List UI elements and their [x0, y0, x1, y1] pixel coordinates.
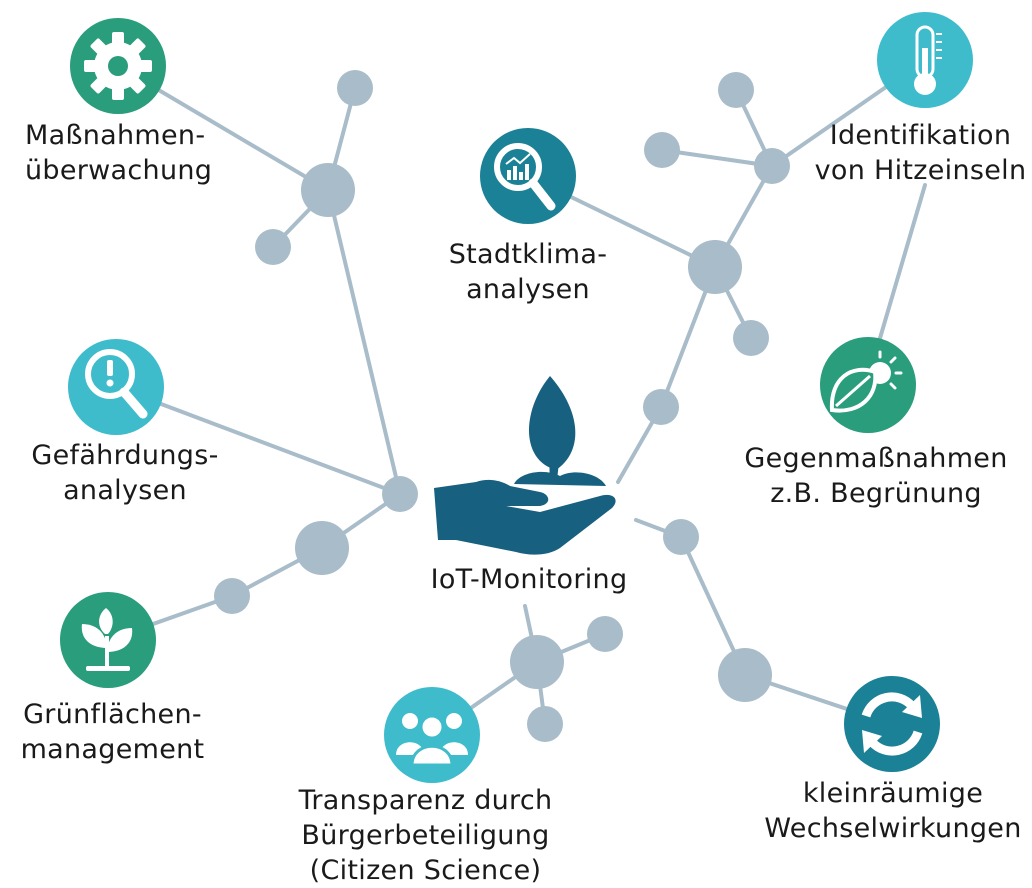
label-hitzeinseln: Identifikation von Hitzeinseln: [814, 120, 1027, 186]
node: [587, 616, 623, 652]
label-wechselwirkungen: kleinräumige Wechselwirkungen: [764, 778, 1022, 844]
node: [255, 229, 291, 265]
node: [733, 320, 769, 356]
node: [718, 648, 772, 702]
label-gruenflaechen: Grünflächen- management: [20, 699, 205, 765]
label-gegenmassnahmen: Gegenmaßnahmen z.B. Begrünung: [744, 443, 1008, 509]
people-group-icon: [384, 687, 480, 783]
magnifier-chart-icon: [480, 128, 576, 224]
gear-icon: [70, 18, 166, 114]
node: [643, 389, 679, 425]
thermometer-icon: [877, 12, 973, 108]
sprout-icon: [60, 592, 156, 688]
node: [663, 519, 699, 555]
node: [382, 476, 418, 512]
label-stadtklima: Stadtklima- analysen: [448, 239, 608, 305]
label-gefaehrdung: Gefährdungs- analysen: [31, 440, 219, 506]
magnifier-exclamation-icon: [68, 339, 164, 435]
label-transparenz: Transparenz durch Bürgerbeteiligung (Cit…: [298, 785, 553, 886]
node: [214, 578, 250, 614]
node: [527, 706, 563, 742]
node: [295, 521, 349, 575]
node: [754, 148, 790, 184]
label-massnahmen: Maßnahmen- überwachung: [25, 120, 213, 186]
node: [718, 72, 754, 108]
leaf-sun-icon: [820, 337, 916, 433]
center-label: IoT-Monitoring: [430, 564, 628, 595]
node: [644, 132, 680, 168]
plant-in-hand-icon: [434, 376, 616, 555]
node: [688, 240, 742, 294]
refresh-arrows-icon: [844, 676, 940, 772]
node: [337, 70, 373, 106]
node: [301, 163, 355, 217]
nodes: [214, 70, 790, 742]
node: [510, 635, 564, 689]
